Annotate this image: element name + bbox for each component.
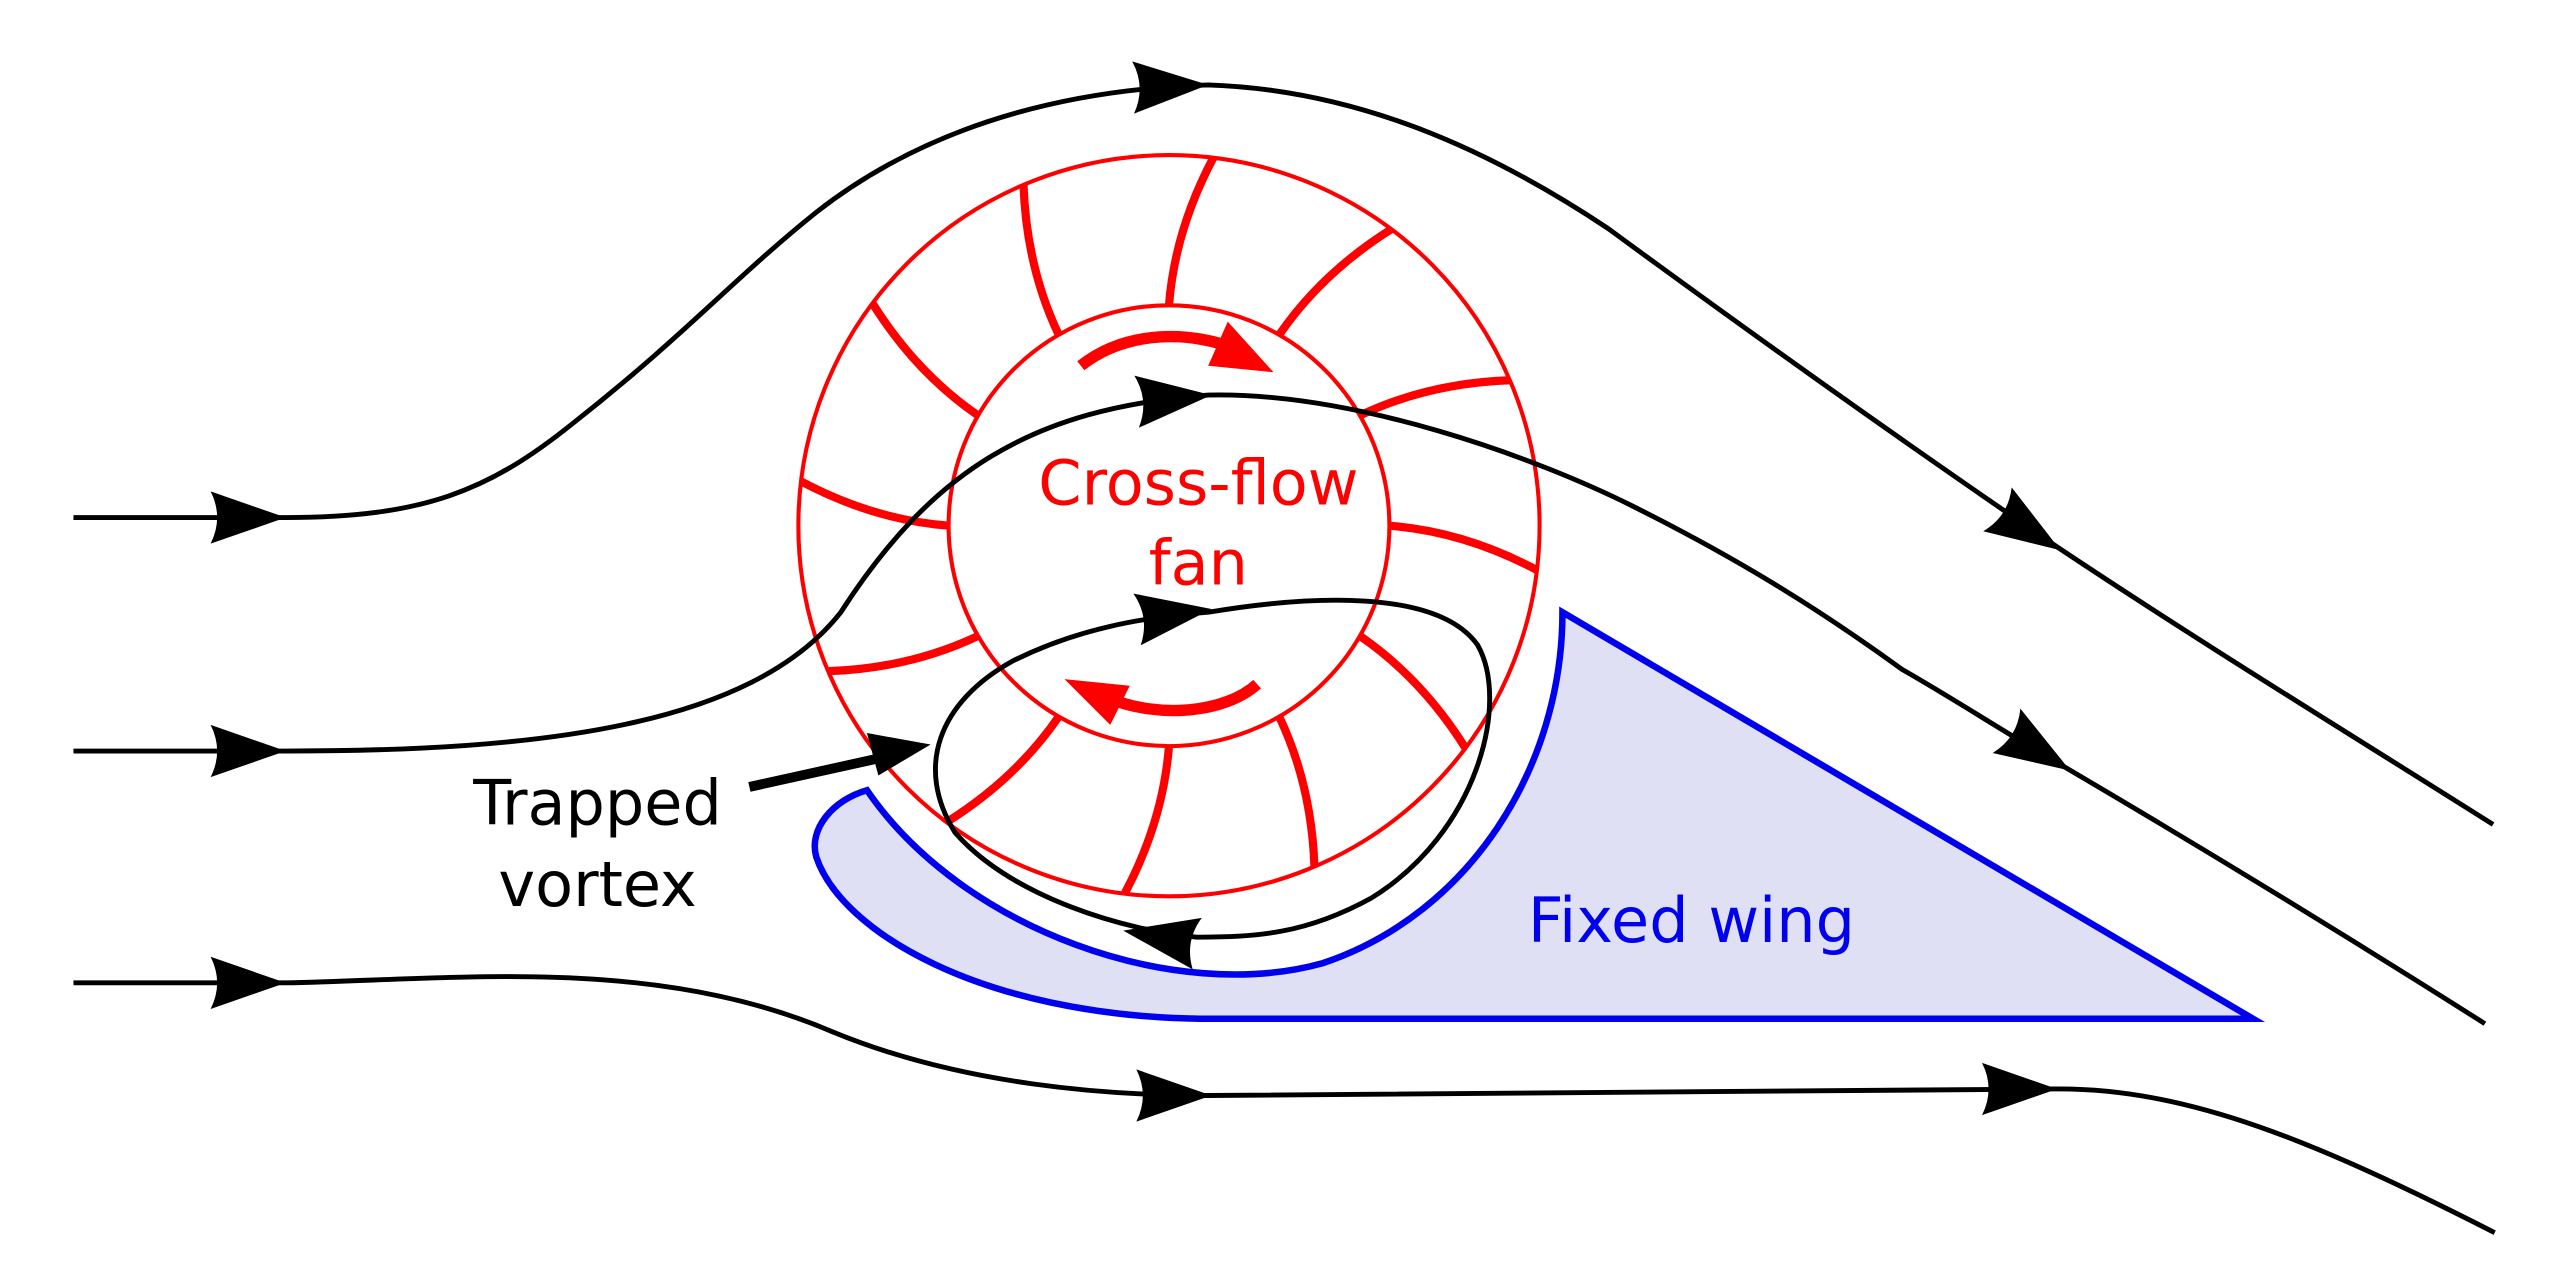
fan-blades xyxy=(799,155,1539,896)
fan-blade xyxy=(1275,714,1319,867)
flow-arrowhead-icon xyxy=(1123,917,1202,970)
vortex-loop xyxy=(933,597,1493,940)
flow-arrowhead-icon xyxy=(210,724,286,778)
fan-label-line1: Cross-flow xyxy=(1038,446,1358,519)
wing-label: Fixed wing xyxy=(1528,884,1855,957)
fan-label-line2: fan xyxy=(1149,526,1248,599)
rotation-arrow-bottom xyxy=(1108,679,1261,717)
middle-streamline xyxy=(73,392,2487,1026)
fixed-wing-body xyxy=(811,606,2266,1023)
fan-blade xyxy=(869,301,981,419)
fan-blade xyxy=(1019,184,1063,337)
fixed-wing xyxy=(811,606,2266,1023)
rotation-arrowhead-top-icon xyxy=(1208,321,1274,373)
fan-outer-ring xyxy=(796,153,1542,899)
upper-streamline xyxy=(73,82,2495,827)
vortex-label-line2: vortex xyxy=(498,848,696,921)
fan-blade xyxy=(799,477,949,530)
vortex-pointer-arrowhead-icon xyxy=(866,733,931,776)
flow-arrowhead-icon xyxy=(210,491,286,544)
fan-blade xyxy=(944,714,1063,826)
vortex-pointer-line xyxy=(748,751,891,792)
flow-arrowheads xyxy=(210,61,2071,1122)
rotation-arrowhead-bottom-icon xyxy=(1064,679,1130,725)
flow-arrowhead-icon xyxy=(1136,1069,1212,1122)
fan-blade xyxy=(1358,376,1511,420)
fan-blade xyxy=(1275,225,1394,338)
flow-arrowhead-icon xyxy=(1134,375,1212,428)
fan-blade xyxy=(1120,745,1174,896)
cross-flow-fan: Cross-flow fan xyxy=(796,153,1542,899)
flow-arrowhead-icon xyxy=(1992,708,2071,771)
flow-arrowhead-icon xyxy=(1983,487,2061,551)
flow-arrowhead-icon xyxy=(1132,61,1209,114)
fan-blade xyxy=(827,632,980,676)
flow-arrowhead-icon xyxy=(210,956,286,1009)
fan-blade xyxy=(1389,521,1539,574)
fan-blade xyxy=(1164,155,1217,306)
lower-streamline xyxy=(73,974,2496,1235)
vortex-label-line1: Trapped xyxy=(472,766,722,839)
fan-blade xyxy=(1357,632,1469,751)
flow-arrowhead-icon xyxy=(1982,1062,2058,1116)
streamlines xyxy=(73,61,2496,1235)
flow-arrowhead-icon xyxy=(1133,593,1212,646)
